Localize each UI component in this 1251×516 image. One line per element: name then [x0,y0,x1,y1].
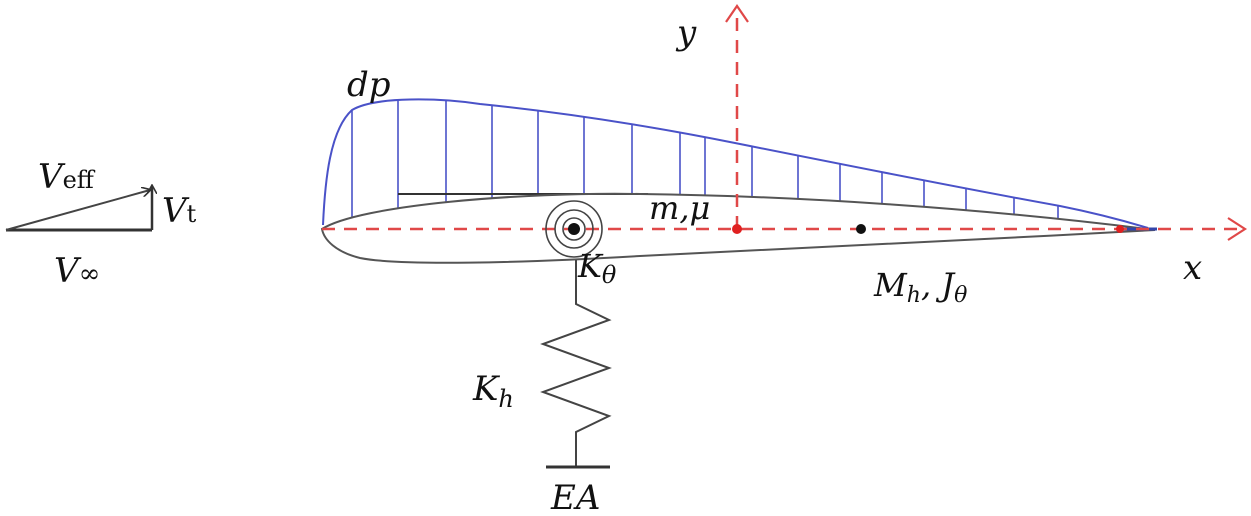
torsion-coil-inner [562,217,586,241]
x-axis-label: x [1183,248,1202,288]
torsional-spring [545,200,603,258]
v-eff-label: Veff [38,157,96,197]
coordinate-axes [322,4,1248,241]
velocity-triangle: Veff Vt V∞ [5,157,197,291]
torsional-stiffness-label: Kθ [577,247,617,289]
y-axis-label: y [675,13,697,53]
heave-stiffness-label: Kh [472,369,514,413]
mass-label: m,μ [649,189,710,227]
y-axis-arrowhead [725,4,749,23]
x-axis-arrowhead [1227,217,1248,241]
torsion-coil-outer [545,200,603,258]
elastic-axis-point [568,223,580,235]
pressure-distribution [322,98,1149,229]
center-of-mass-point [856,224,866,234]
trailing-edge-point [1116,225,1124,233]
v-infinity-label: V∞ [54,251,100,291]
heave-spring-coil [540,260,612,466]
pressure-lines [351,99,1059,219]
airfoil-outline [320,192,1156,264]
ground-label: EA [550,478,600,516]
origin-point [732,224,742,234]
v-t-label: Vt [162,191,197,231]
mass-inertia-label: Mh, Jθ [873,266,967,308]
torsion-coil-middle [554,209,594,249]
heave-spring [540,260,612,469]
v-eff-vector [5,190,150,231]
pressure-label: dp [347,65,391,105]
